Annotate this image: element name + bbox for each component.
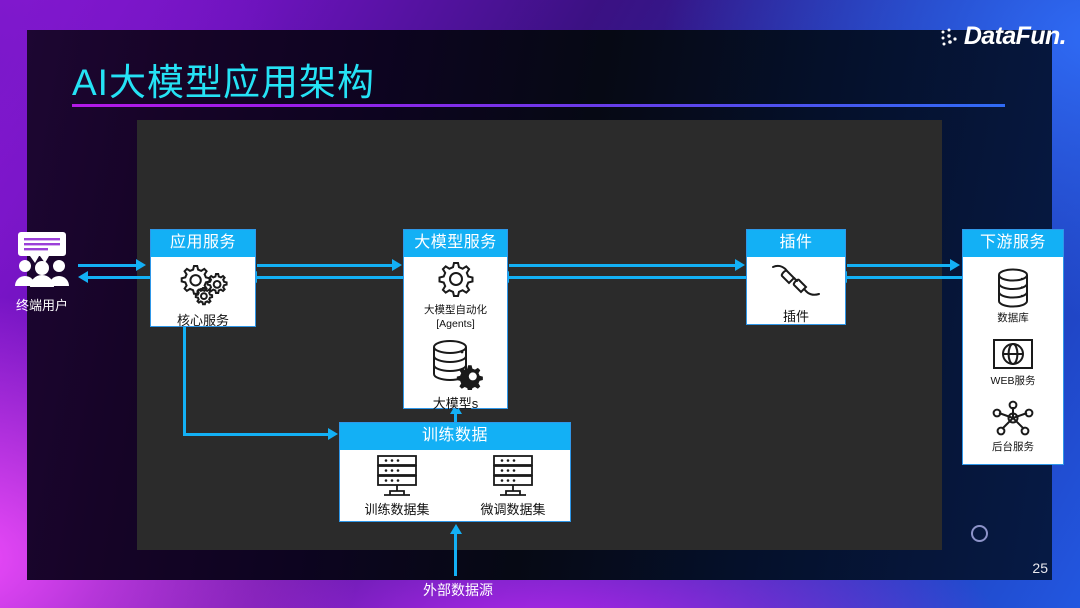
node-plugin-caption: 插件 — [782, 308, 809, 324]
node-training-data-header: 训练数据 — [340, 423, 570, 450]
node-plugin[interactable]: 插件 插件 — [746, 229, 846, 325]
page-number: 25 — [1032, 560, 1048, 576]
decorative-circle — [971, 525, 988, 542]
node-llm-service-header: 大模型服务 — [404, 230, 507, 257]
node-app-service-caption: 核心服务 — [176, 312, 229, 328]
training-item-dataset: 训练数据集 — [364, 454, 430, 518]
downstream-item-backend: 后台服务 — [990, 400, 1036, 453]
datafun-logo: DataFun. — [940, 22, 1067, 50]
end-user-label: 终端用户 — [15, 298, 68, 313]
plug-icon — [768, 261, 824, 308]
training-item-finetune: 微调数据集 — [480, 454, 546, 518]
training-finetune-label: 微调数据集 — [480, 501, 546, 517]
page-title: AI大模型应用架构 — [72, 62, 375, 103]
node-app-service-header: 应用服务 — [151, 230, 255, 257]
downstream-item-web: WEB服务 — [990, 338, 1036, 387]
node-llm-agents-caption-sub: [Agents] — [436, 317, 475, 330]
node-llm-agents-caption: 大模型自动化 — [424, 303, 487, 316]
downstream-web-label: WEB服务 — [990, 374, 1036, 387]
node-downstream-header: 下游服务 — [963, 230, 1063, 257]
external-data-source-label: 外部数据源 — [423, 582, 493, 598]
gears-icon — [174, 261, 232, 312]
end-user-icon — [12, 230, 72, 293]
gear-icon — [437, 261, 475, 302]
logo-wordmark: DataFun. — [963, 22, 1067, 50]
downstream-item-database: 数据库 — [991, 267, 1035, 324]
node-training-data[interactable]: 训练数据 训练数据集 — [339, 422, 571, 522]
downstream-backend-label: 后台服务 — [992, 441, 1034, 454]
logo-dots-icon — [940, 26, 960, 48]
downstream-database-label: 数据库 — [997, 312, 1029, 325]
node-plugin-header: 插件 — [747, 230, 845, 257]
database-gear-icon — [426, 338, 486, 395]
node-llm-service[interactable]: 大模型服务 大模型自动化 [Agents] — [403, 229, 508, 411]
title-underline — [72, 104, 1005, 107]
training-dataset-label: 训练数据集 — [364, 501, 430, 517]
node-downstream-services[interactable]: 下游服务 数据库 — [962, 229, 1064, 465]
node-llm-models-caption: 大模型s — [432, 395, 479, 411]
end-user-group: 终端用户 — [8, 230, 76, 314]
node-app-service[interactable]: 应用服务 核心服务 — [150, 229, 256, 328]
